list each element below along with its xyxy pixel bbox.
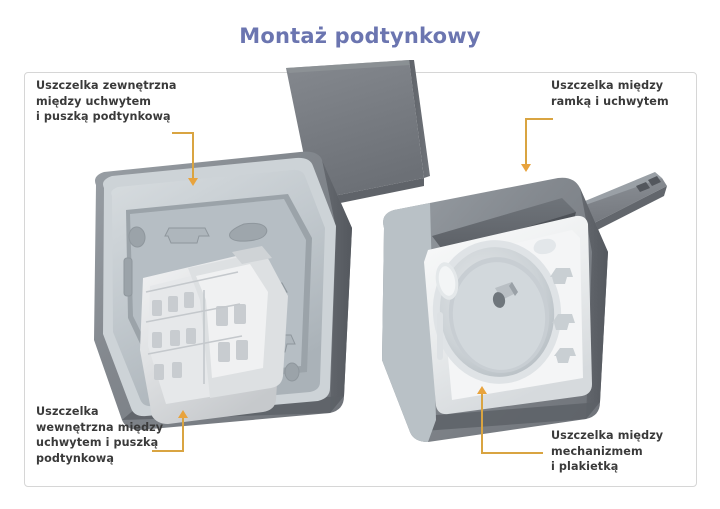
callout-bottom-right-arrow <box>477 386 487 394</box>
callout-top-left-arrow <box>188 178 198 186</box>
right-product-group <box>382 172 667 442</box>
callout-bottom-left-text: Uszczelka wewnętrzna między uchwytem i p… <box>36 405 164 465</box>
callout-bottom-right-leader-h <box>481 452 543 454</box>
callout-bottom-left-arrow <box>178 410 188 418</box>
callout-top-right-arrow <box>521 164 531 172</box>
callout-bottom-right-leader-v <box>481 394 483 453</box>
callout-top-left-leader-h <box>172 132 194 134</box>
left-mechanism <box>140 246 288 424</box>
page-title: Montaż podtynkowy <box>239 24 481 48</box>
callout-top-left-leader-v <box>192 132 194 180</box>
callout-top-right-leader-h <box>525 118 553 120</box>
callout-top-right-text: Uszczelka między ramką i uchwytem <box>551 79 669 108</box>
callout-top-right-leader-v <box>525 118 527 166</box>
right-plate-details <box>435 238 576 363</box>
left-product-group <box>94 60 430 430</box>
right-socket <box>432 240 562 384</box>
callout-bottom-left-leader-v <box>182 418 184 451</box>
callout-top-left-text: Uszczelka zewnętrzna między uchwytem i p… <box>36 79 177 123</box>
callout-bottom-left-leader-h <box>152 450 184 452</box>
callout-bottom-right-text: Uszczelka między mechanizmem i plakietką <box>551 429 664 473</box>
earth-pin <box>492 282 518 308</box>
